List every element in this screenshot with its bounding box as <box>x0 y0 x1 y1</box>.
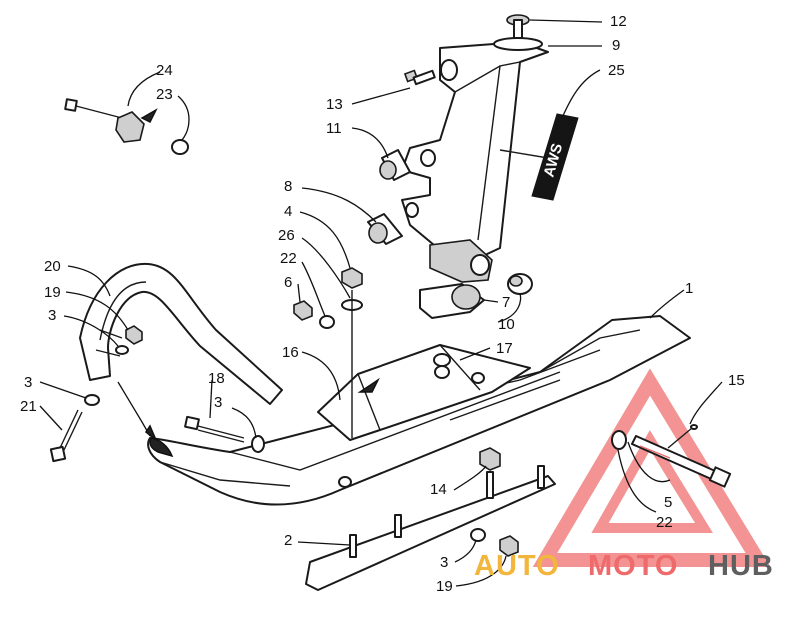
cotter-pin-15 <box>667 424 698 449</box>
washer-3-handle-upper <box>115 345 129 355</box>
watermark-moto: MOTO <box>588 550 678 582</box>
bolt-5 <box>631 435 732 488</box>
bolt-24 <box>64 98 123 119</box>
bumper-23 <box>115 108 189 155</box>
washer-17 <box>434 365 450 379</box>
spindle-housing <box>401 41 561 263</box>
spindle-clevis <box>429 239 493 283</box>
bushing-upper <box>379 149 411 181</box>
spindle-cap <box>493 14 543 51</box>
bolt-18 <box>184 415 245 443</box>
wear-bar <box>305 465 556 591</box>
leader-lines <box>39 19 723 587</box>
nut-6 <box>293 300 313 321</box>
watermark-auto: AUTO <box>474 550 560 582</box>
ski-saddle <box>317 344 531 441</box>
washer-3-handle <box>84 394 100 406</box>
washer-22-right <box>611 430 627 450</box>
grease-fitting <box>403 69 436 86</box>
spacer-block <box>507 273 533 295</box>
assembly-arrow <box>117 381 151 437</box>
ski-handle <box>79 262 283 405</box>
bushing-lower <box>367 213 403 245</box>
rubber-damper <box>419 283 485 319</box>
nut-19-bottom <box>499 535 519 557</box>
bolt-21 <box>49 409 83 463</box>
washer-22-left <box>319 315 335 329</box>
watermark-hub: HUB <box>708 550 774 582</box>
washer-3-bottom <box>470 528 486 542</box>
washer-3-left <box>251 435 265 453</box>
nut-14 <box>479 447 501 471</box>
nut-4 <box>341 267 363 289</box>
assembly-arrow-head <box>144 424 157 441</box>
nut-19-handle <box>125 325 143 345</box>
watermark-text: AUTO MOTO HUB <box>474 550 774 582</box>
